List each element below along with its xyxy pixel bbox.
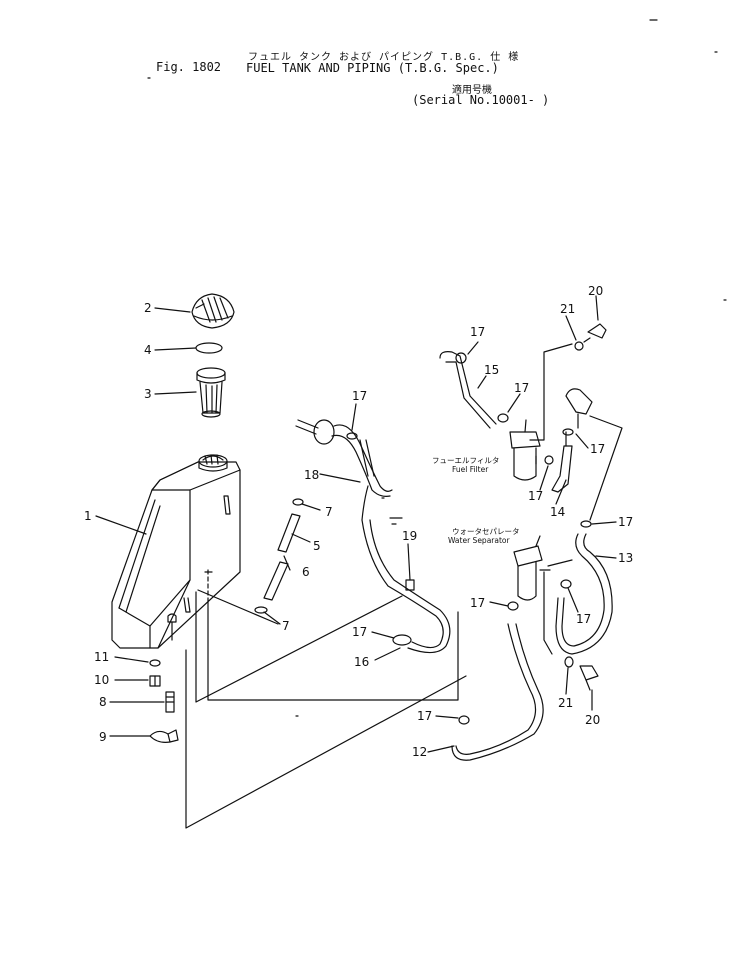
callout-7: 7 — [282, 619, 290, 633]
fuel-filter-assembly — [439, 343, 573, 493]
callout-17: 17 — [352, 389, 367, 403]
leader-lines — [95, 295, 617, 753]
callout-12: 12 — [412, 745, 427, 759]
bolt-upper — [574, 323, 607, 351]
callout-17: 17 — [618, 515, 633, 529]
callout-17: 17 — [470, 596, 485, 610]
serial-range: (Serial No.10001- ) — [412, 93, 550, 107]
callout-13: 13 — [618, 551, 633, 565]
callout-4: 4 — [144, 343, 152, 357]
hose-12 — [451, 623, 544, 761]
callout-2: 2 — [144, 301, 152, 315]
callout-11: 11 — [94, 650, 109, 664]
water-separator — [507, 535, 573, 655]
figure-number: Fig. 1802 — [156, 60, 222, 74]
callout-3: 3 — [144, 387, 152, 401]
callout-18: 18 — [304, 468, 319, 482]
callout-17: 17 — [417, 709, 432, 723]
callout-1: 1 — [84, 509, 92, 523]
scan-marks — [147, 19, 727, 301]
callout-7: 7 — [325, 505, 333, 519]
water-separator-label-jp: ウォータセパレータ — [452, 527, 520, 536]
frame-lines — [185, 591, 467, 829]
callout-19: 19 — [402, 529, 417, 543]
o-ring — [195, 342, 223, 354]
title-english: FUEL TANK AND PIPING (T.B.G. Spec.) — [246, 61, 499, 75]
callout-10: 10 — [94, 673, 109, 687]
callout-21: 21 — [560, 302, 575, 316]
callout-5: 5 — [313, 539, 321, 553]
callout-17: 17 — [470, 325, 485, 339]
fuel-strainer — [196, 367, 226, 418]
callout-14: 14 — [550, 505, 565, 519]
fuel-filter-label-jp: フューエルフィルタ — [432, 456, 499, 465]
callout-16: 16 — [354, 655, 369, 669]
serial-japanese: 適用号機 — [452, 85, 492, 96]
callout-17: 17 — [528, 489, 543, 503]
fuel-filter-label: Fuel Filter — [452, 465, 489, 474]
callout-8: 8 — [99, 695, 107, 709]
title-japanese: フュエル タンク および パイピング T.B.G. 仕 様 — [248, 52, 520, 63]
hose-13 — [555, 388, 623, 655]
callout-9: 9 — [99, 730, 107, 744]
callout-20: 20 — [585, 713, 600, 727]
fuel-tank — [111, 454, 241, 649]
callout-21: 21 — [558, 696, 573, 710]
callout-17: 17 — [590, 442, 605, 456]
callout-17: 17 — [514, 381, 529, 395]
drain-valve-parts — [149, 659, 179, 743]
callout-20: 20 — [588, 284, 603, 298]
callout-17: 17 — [576, 612, 591, 626]
callout-15: 15 — [484, 363, 499, 377]
bolt-lower — [564, 656, 599, 691]
return-pipe — [295, 419, 451, 654]
callout-6: 6 — [302, 565, 310, 579]
callout-17: 17 — [352, 625, 367, 639]
water-separator-label: Water Separator — [448, 536, 510, 545]
fuel-cap — [191, 293, 235, 329]
fuel-hose — [254, 498, 304, 614]
